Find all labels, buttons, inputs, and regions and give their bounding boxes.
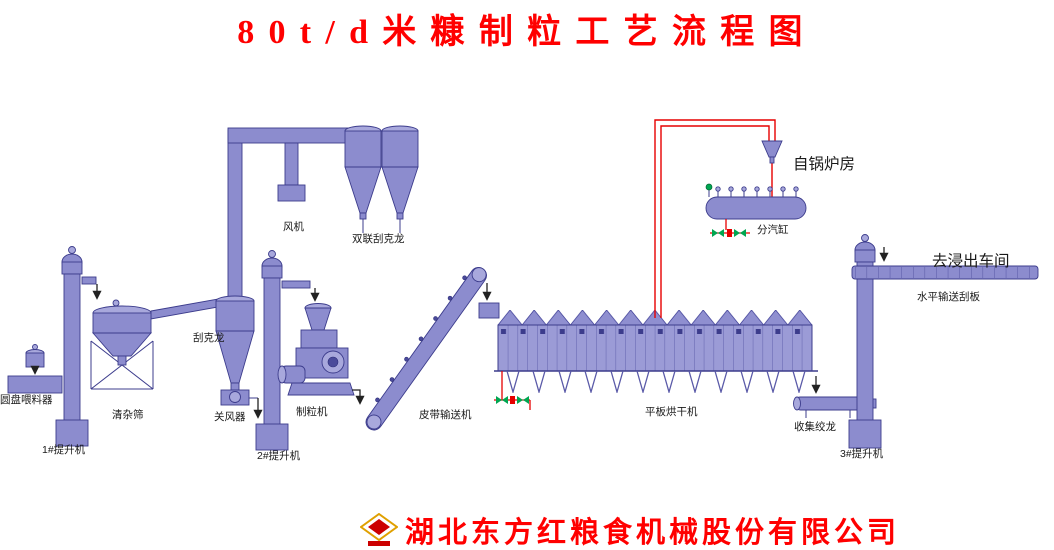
company-logo	[360, 513, 398, 546]
pressure-gauge	[705, 183, 713, 191]
elevator-1	[55, 246, 102, 447]
double-cyclone-label: 双联刮克龙	[352, 233, 405, 245]
scraper-conveyor	[851, 247, 1039, 280]
company-name: 湖北东方红粮食机械股份有限公司	[405, 517, 901, 549]
steam-piping	[494, 119, 807, 410]
steam-cylinder-label: 分汽缸	[757, 224, 789, 236]
steam-trap-cylinder	[710, 219, 750, 237]
company-footer: 湖北东方红粮食机械股份有限公司	[360, 509, 900, 550]
page-title: 80t/d米糠制粒工艺流程图	[237, 14, 817, 51]
collecting-auger-label: 收集绞龙	[794, 421, 836, 433]
elevator-3-label: 3#提升机	[840, 448, 884, 460]
steam-pipes	[654, 119, 776, 318]
pellet-mill-label: 制粒机	[296, 406, 328, 418]
cleaning-sieve-label: 清杂筛	[112, 409, 144, 421]
elevator-2-label: 2#提升机	[257, 450, 301, 462]
flat-dryer-label: 平板烘干机	[645, 406, 698, 418]
airlock-label: 关风器	[214, 411, 246, 423]
cyclone-label: 刮克龙	[193, 332, 225, 344]
double-cyclone	[344, 125, 419, 233]
belt-conveyor-label: 皮带输送机	[419, 409, 472, 421]
disc-feeder	[7, 344, 63, 394]
boiler-inlet-funnel	[761, 140, 783, 158]
elevator-1-label: 1#提升机	[42, 444, 86, 456]
flat-dryer	[494, 310, 818, 393]
horizontal-scraper-label: 水平输送刮板	[917, 291, 980, 303]
airlock	[220, 389, 263, 419]
disc-feeder-label: 圆盘喂料器	[0, 394, 53, 406]
steam-cylinder-body	[705, 196, 807, 220]
cleaning-sieve	[90, 298, 219, 390]
to-extraction-workshop-label: 去浸出车间	[932, 253, 1010, 270]
elevator-3	[848, 234, 882, 449]
dryer-inlet	[478, 302, 500, 319]
belt-conveyor	[365, 267, 487, 431]
steam-trap-dryer	[494, 371, 531, 410]
fan-body	[277, 184, 306, 202]
pellet-mill	[277, 303, 365, 405]
steam-cylinder-valves	[715, 186, 799, 197]
fan-label: 风机	[283, 221, 304, 233]
elevator-2	[255, 250, 320, 451]
aspiration-duct	[227, 127, 361, 305]
cyclone	[215, 295, 255, 391]
sieve-aspiration-duct	[150, 298, 219, 320]
from-boiler-room-label: 自锅炉房	[793, 156, 856, 173]
